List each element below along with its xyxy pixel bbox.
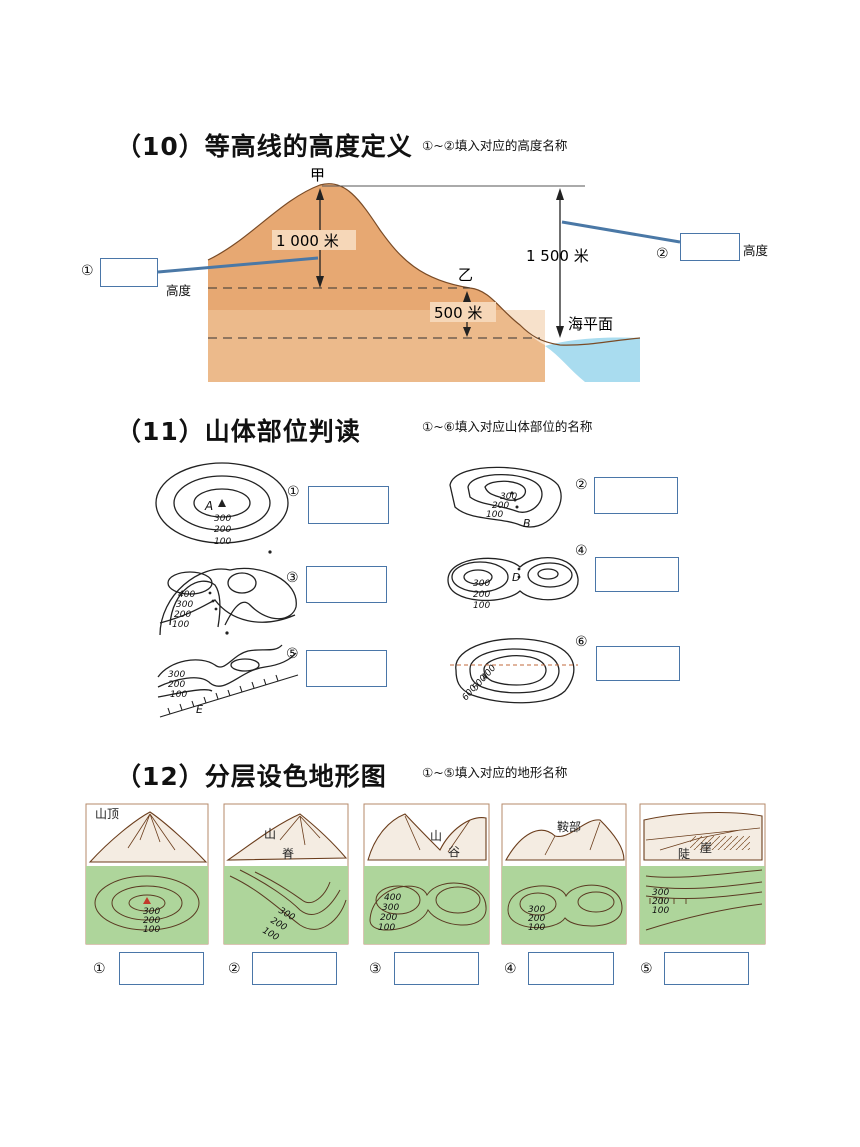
panel-word-valley-1: 山: [430, 829, 442, 843]
svg-text:300: 300: [652, 888, 669, 898]
svg-text:100: 100: [652, 906, 669, 916]
answer-box-terrain-5[interactable]: [664, 952, 749, 985]
answer-box-part-2[interactable]: [594, 477, 678, 514]
svg-text:300: 300: [473, 579, 490, 589]
svg-text:200: 200: [473, 590, 490, 600]
panel-word-summit: 山顶: [95, 807, 119, 821]
label-B: B: [523, 517, 531, 530]
svg-text:200: 200: [492, 501, 509, 511]
marker-terrain-4: ④: [504, 961, 517, 977]
sea: [545, 337, 640, 382]
marker-part-4: ④: [575, 543, 588, 559]
marker-part-1: ①: [287, 484, 300, 500]
marker-terrain-2: ②: [228, 961, 241, 977]
svg-text:100: 100: [143, 925, 160, 935]
height-word-1: 高度: [166, 283, 192, 298]
svg-text:100: 100: [378, 923, 395, 933]
svg-text:300: 300: [168, 670, 185, 680]
marker-part-6: ⑥: [575, 634, 588, 650]
svg-text:200: 200: [652, 897, 669, 907]
height-word-2: 高度: [743, 243, 769, 258]
sea-label: 海平面: [568, 315, 613, 333]
panel-word-ridge-1: 山: [264, 827, 276, 841]
height-definition-diagram: 甲 乙 1 000 米 500 米 1 500 米 海平面: [157, 166, 681, 382]
answer-box-height-2[interactable]: [680, 233, 740, 261]
answer-box-part-3[interactable]: [306, 566, 387, 603]
answer-box-terrain-1[interactable]: [119, 952, 204, 985]
answer-box-part-4[interactable]: [595, 557, 679, 592]
panel-word-cliff-2: 崖: [700, 841, 712, 855]
answer-box-part-1[interactable]: [308, 486, 389, 524]
label-1000: 1 000 米: [276, 232, 339, 250]
section-11-title: （11）山体部位判读: [116, 417, 361, 446]
svg-text:300: 300: [382, 903, 399, 913]
svg-text:200: 200: [174, 610, 191, 620]
peak-label: 甲: [310, 166, 325, 184]
svg-text:400: 400: [384, 893, 401, 903]
label-500: 500 米: [434, 304, 482, 322]
marker-part-2: ②: [575, 477, 588, 493]
panel-word-cliff-1: 陡: [678, 847, 690, 861]
mountain-parts-diagrams: A 300 200 100 300 200 100 B 400 300 200 …: [155, 462, 579, 718]
section-12-title: （12）分层设色地形图: [116, 762, 387, 791]
svg-text:100: 100: [473, 601, 490, 611]
label-1500: 1 500 米: [526, 247, 589, 265]
answer-box-height-1[interactable]: [100, 258, 158, 287]
svg-text:300: 300: [500, 492, 517, 502]
panel-word-valley-2: 谷: [448, 845, 460, 859]
marker-part-5: ⑤: [286, 646, 299, 662]
marker-terrain-5: ⑤: [640, 961, 653, 977]
answer-box-terrain-2[interactable]: [252, 952, 337, 985]
svg-text:100: 100: [172, 620, 189, 630]
svg-text:200: 200: [214, 525, 231, 535]
panel-word-ridge-2: 脊: [282, 847, 294, 861]
svg-text:300: 300: [214, 514, 231, 524]
marker-terrain-1: ①: [93, 961, 106, 977]
label-A: A: [204, 499, 213, 513]
svg-text:300: 300: [176, 600, 193, 610]
answer-box-terrain-4[interactable]: [528, 952, 614, 985]
svg-text:100: 100: [170, 690, 187, 700]
section-10-title: （10）等高线的高度定义: [116, 132, 413, 161]
svg-text:200: 200: [168, 680, 185, 690]
svg-text:100: 100: [486, 510, 503, 520]
marker-1: ①: [81, 263, 94, 279]
svg-text:200: 200: [380, 913, 397, 923]
second-peak-label: 乙: [458, 266, 473, 284]
svg-text:100: 100: [214, 537, 231, 547]
svg-text:200: 200: [528, 914, 545, 924]
section-12-hint: ①~⑤填入对应的地形名称: [422, 765, 568, 780]
panel-word-saddle: 鞍部: [557, 819, 581, 834]
svg-text:300: 300: [143, 907, 160, 917]
svg-text:400: 400: [178, 590, 195, 600]
label-D: D: [512, 571, 520, 584]
svg-text:100: 100: [528, 923, 545, 933]
answer-box-part-6[interactable]: [596, 646, 680, 681]
answer-box-terrain-3[interactable]: [394, 952, 479, 985]
marker-terrain-3: ③: [369, 961, 382, 977]
marker-2: ②: [656, 246, 669, 262]
section-10-hint: ①~②填入对应的高度名称: [422, 138, 568, 153]
label-E: E: [196, 703, 203, 716]
layered-terrain-panels: 山顶 山 脊 山 谷 鞍部 陡 崖 300 200 100 300 200 10…: [85, 803, 766, 945]
svg-text:300: 300: [528, 905, 545, 915]
marker-part-3: ③: [286, 570, 299, 586]
section-11-hint: ①~⑥填入对应山体部位的名称: [422, 419, 593, 434]
svg-text:200: 200: [143, 916, 160, 926]
answer-box-part-5[interactable]: [306, 650, 387, 687]
